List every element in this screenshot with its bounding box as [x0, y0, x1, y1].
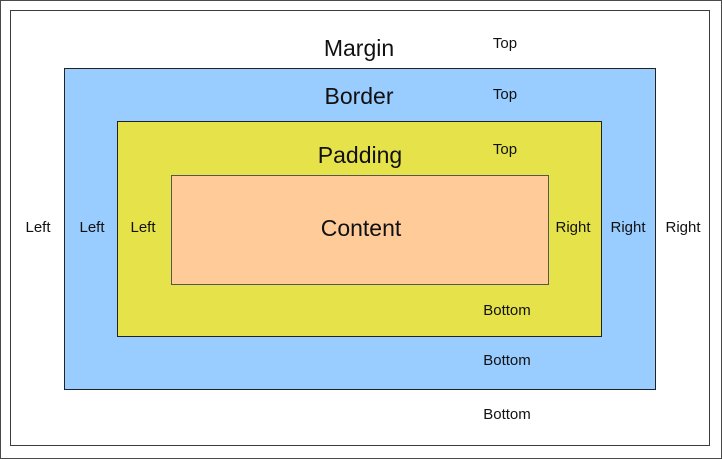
margin-right-label: Right	[665, 219, 701, 236]
padding-title: Padding	[317, 142, 403, 168]
border-left-label: Left	[79, 219, 105, 236]
border-title: Border	[324, 83, 394, 109]
margin-top-label: Top	[492, 35, 518, 52]
margin-bottom-label: Bottom	[483, 406, 531, 423]
content-title: Content	[320, 215, 402, 241]
content-box	[171, 175, 549, 285]
border-bottom-label: Bottom	[483, 352, 531, 369]
border-right-label: Right	[610, 219, 646, 236]
padding-top-label: Top	[492, 141, 518, 158]
margin-left-label: Left	[25, 219, 51, 236]
margin-title: Margin	[323, 35, 395, 61]
padding-bottom-label: Bottom	[483, 302, 531, 319]
padding-left-label: Left	[130, 219, 156, 236]
padding-right-label: Right	[555, 219, 591, 236]
border-top-label: Top	[492, 86, 518, 103]
